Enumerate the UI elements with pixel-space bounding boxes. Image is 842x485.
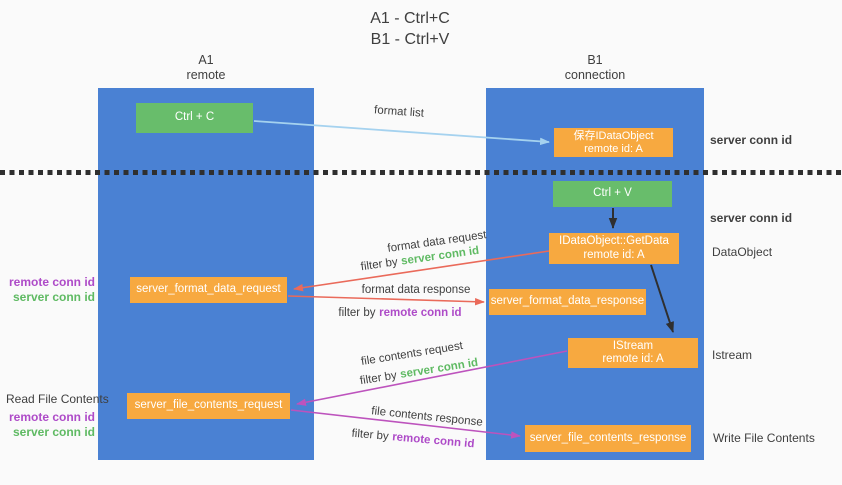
node-server-format-data-request: server_format_data_request — [130, 277, 287, 303]
arrow-format-data-response — [287, 295, 485, 306]
right-server-conn-id-1: server conn id — [710, 133, 793, 147]
server-conn-id-text: server conn id — [12, 424, 95, 439]
node-save-idataobject: 保存IDataObject remote id: A — [554, 128, 673, 157]
label-file-contents-response: file contents response — [370, 405, 484, 429]
lane-b1-role: connection — [564, 68, 626, 82]
node-save-idataobject-line1: 保存IDataObject — [573, 129, 654, 142]
lane-header-b1: B1 connection — [486, 53, 704, 83]
node-istream-line2: remote id: A — [602, 353, 664, 365]
title-line-2: B1 - Ctrl+V — [370, 31, 450, 48]
node-format-response-label: server_format_data_response — [490, 295, 645, 308]
filter-by-text: filter by — [359, 369, 398, 388]
right-server-conn-id-2: server conn id — [710, 211, 793, 225]
node-file-response-label: server_file_contents_response — [529, 431, 687, 444]
node-istream-line1: IStream — [612, 339, 654, 352]
filter-by-text: filter by — [338, 307, 376, 319]
remote-conn-id-text: remote conn id — [391, 431, 475, 451]
node-istream: IStream remote id: A — [568, 338, 698, 368]
label-write-file-contents: Write File Contents — [713, 431, 815, 445]
label-dataobject: DataObject — [712, 245, 773, 259]
label-format-data-response: format data response — [361, 284, 471, 296]
label-read-file-contents: Read File Contents — [6, 392, 109, 406]
server-conn-id-text: server conn id — [12, 289, 95, 304]
filter-by-text: filter by — [351, 427, 390, 443]
node-ctrl-c: Ctrl + C — [136, 103, 253, 133]
node-getdata-line1: IDataObject::GetData — [559, 235, 669, 247]
node-format-request-label: server_format_data_request — [136, 283, 281, 296]
node-save-idataobject-line2: remote id: A — [584, 142, 643, 155]
lane-a1-name: A1 — [198, 53, 214, 67]
left-conn-id-stack-format: remote conn id server conn id — [0, 275, 95, 304]
node-ctrl-v-label: Ctrl + V — [593, 187, 632, 200]
node-ctrl-v: Ctrl + V — [553, 181, 672, 207]
remote-conn-id-text: remote conn id — [8, 275, 95, 289]
node-idataobject-getdata: IDataObject::GetData remote id: A — [549, 233, 679, 264]
lane-a1-role: remote — [186, 68, 226, 82]
lane-b1-name: B1 — [587, 53, 603, 67]
label-istream: Istream — [712, 348, 753, 362]
server-conn-id-text: server conn id — [399, 356, 479, 381]
node-getdata-line2: remote id: A — [583, 248, 645, 261]
node-server-format-data-response: server_format_data_response — [489, 289, 646, 315]
node-ctrl-c-label: Ctrl + C — [174, 111, 215, 124]
lane-header-a1: A1 remote — [98, 53, 314, 83]
diagram-title: A1 - Ctrl+C B1 - Ctrl+V — [0, 8, 820, 50]
filter-by-text: filter by — [360, 256, 399, 274]
left-conn-id-stack-file: remote conn id server conn id — [0, 410, 95, 439]
node-server-file-contents-request: server_file_contents_request — [127, 393, 290, 419]
remote-conn-id-text: remote conn id — [379, 307, 462, 319]
label-format-list: format list — [373, 104, 425, 120]
node-file-request-label: server_file_contents_request — [134, 399, 283, 412]
remote-conn-id-text: remote conn id — [8, 410, 95, 424]
node-server-file-contents-response: server_file_contents_response — [525, 425, 691, 452]
title-line-1: A1 - Ctrl+C — [370, 10, 450, 27]
